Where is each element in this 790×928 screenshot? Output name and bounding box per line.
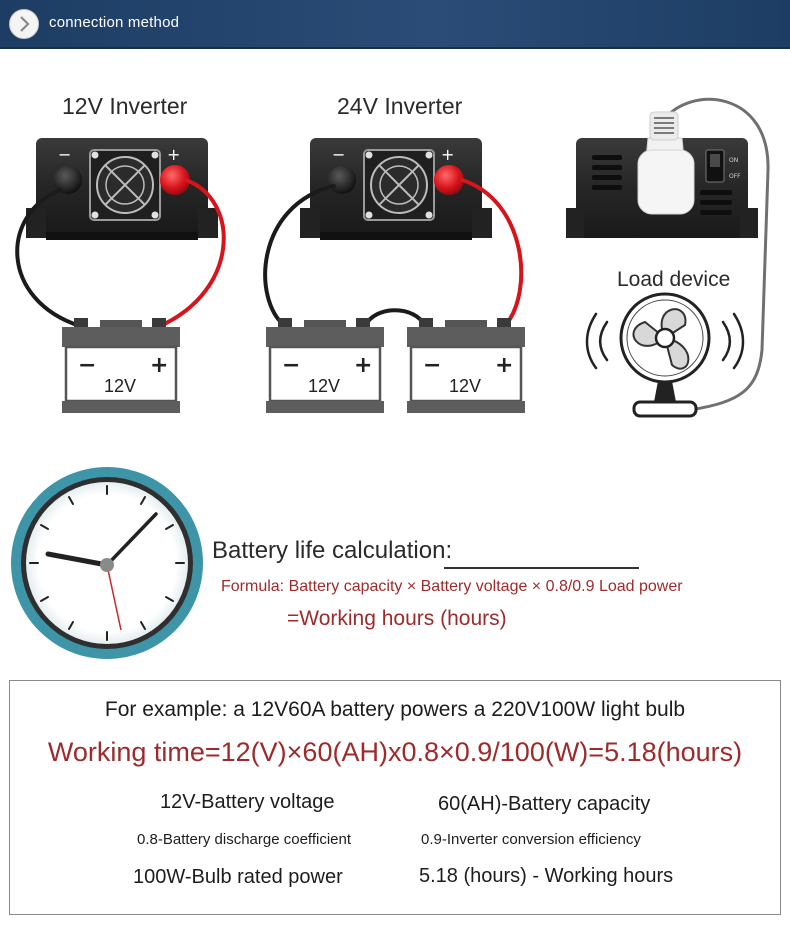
inverter-front-panel: ON OFF xyxy=(566,111,758,238)
legend-battery-capacity: 60(AH)-Battery capacity xyxy=(438,793,651,815)
fan-icon xyxy=(89,149,161,221)
inverter-24v-positive-terminal xyxy=(434,165,464,195)
inverter-12v-label: 12V Inverter xyxy=(62,93,188,119)
load-device-label: Load device xyxy=(617,268,731,291)
inverter-12v-plus: + xyxy=(167,145,180,164)
inverter-12v-minus: − xyxy=(58,145,71,164)
example-heading: For example: a 12V60A battery powers a 2… xyxy=(104,698,686,721)
chevron-right-icon xyxy=(9,9,39,39)
inverter-24v: − + xyxy=(300,138,492,240)
switch-on-label: ON xyxy=(729,157,738,164)
battery-minus: − xyxy=(78,353,96,378)
fan-icon xyxy=(363,149,435,221)
battery-minus: − xyxy=(282,353,300,378)
battery-voltage-label: 12V xyxy=(308,376,340,396)
legend-discharge-coefficient: 0.8-Battery discharge coefficient xyxy=(137,831,352,848)
inverter-24v-negative-terminal xyxy=(328,166,356,194)
battery-12v-series-left: − + 12V xyxy=(266,318,384,413)
inverter-24v-label: 24V Inverter xyxy=(337,93,463,119)
title-underline xyxy=(444,567,639,569)
battery-12v-series-right: − + 12V xyxy=(407,318,525,413)
example-box xyxy=(9,680,781,915)
inverter-24v-plus: + xyxy=(441,145,454,164)
battery-minus: − xyxy=(423,353,441,378)
legend-working-hours: 5.18 (hours) - Working hours xyxy=(419,865,674,887)
battery-voltage-label: 12V xyxy=(449,376,481,396)
header-title: connection method xyxy=(49,14,180,31)
battery-plus: + xyxy=(150,353,168,378)
legend-bulb-rated-power: 100W-Bulb rated power xyxy=(133,866,343,888)
clock-icon xyxy=(11,467,203,659)
inverter-12v: − + xyxy=(26,138,218,240)
battery-12v-single: − + 12V xyxy=(62,318,180,413)
electric-fan-icon xyxy=(585,292,745,418)
battery-plus: + xyxy=(495,353,513,378)
formula-result-text: =Working hours (hours) xyxy=(287,607,507,630)
formula-text: Formula: Battery capacity × Battery volt… xyxy=(221,578,683,595)
inverter-24v-minus: − xyxy=(332,145,345,164)
inverter-12v-negative-terminal xyxy=(54,166,82,194)
battery-voltage-label: 12V xyxy=(104,376,136,396)
battery-plus: + xyxy=(354,353,372,378)
inverter-12v-positive-terminal xyxy=(160,165,190,195)
legend-battery-voltage: 12V-Battery voltage xyxy=(160,791,335,813)
power-switch-icon: ON OFF xyxy=(705,149,741,183)
cables xyxy=(15,97,770,412)
legend-conversion-efficiency: 0.9-Inverter conversion efficiency xyxy=(421,831,641,848)
sound-waves-icon xyxy=(585,312,745,370)
working-time-calculation: Working time=12(V)×60(AH)x0.8×0.9/100(W)… xyxy=(47,737,743,767)
header-bar: connection method xyxy=(0,0,790,49)
plug-icon xyxy=(637,111,695,215)
switch-off-label: OFF xyxy=(729,173,741,180)
battery-life-calculation-title: Battery life calculation: xyxy=(212,537,453,564)
